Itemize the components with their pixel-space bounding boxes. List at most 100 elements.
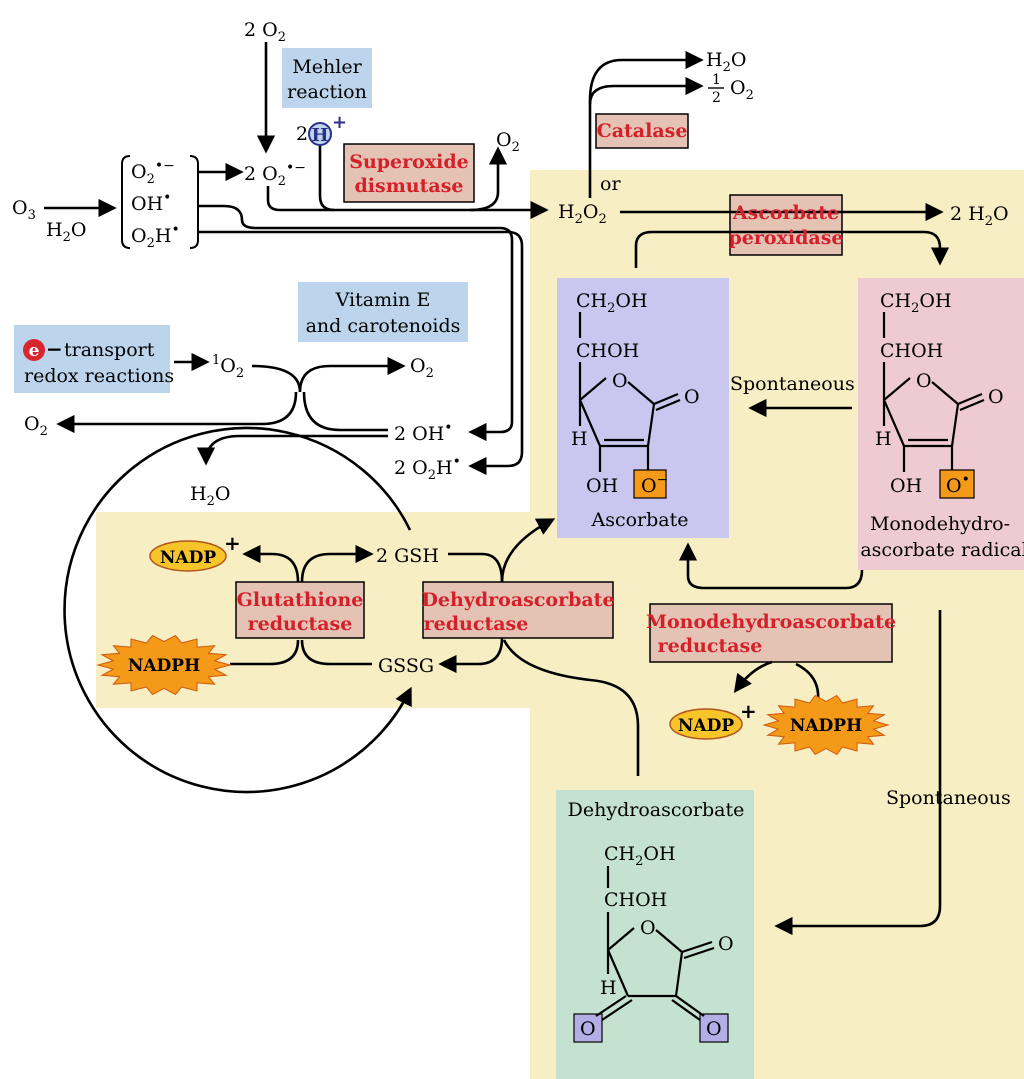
line-o2h-radical: [198, 230, 524, 476]
label-catalase-h2o: H2O: [706, 49, 746, 75]
proton-circle: [308, 122, 332, 146]
arrow-singlet-to-o2: [251, 356, 406, 393]
label-vitamin-2: and carotenoids: [306, 315, 461, 337]
apx-box: [729, 194, 843, 256]
label-transport-2: redox reactions: [24, 365, 174, 387]
proton-plus: +: [332, 112, 347, 133]
ascorbate-structure: CH2OH CHOH O O H OH O−: [571, 290, 700, 499]
label-bracket-o2h: O2H•: [131, 222, 180, 251]
proton-letter: H: [311, 125, 328, 146]
arrow-singlet-to-o2-left: [56, 391, 298, 434]
arrow-gr-nadp: [242, 544, 300, 583]
dhar-box: [422, 581, 614, 639]
label-half-den: 2: [712, 90, 721, 106]
nadp-left-plus: +: [224, 531, 241, 555]
label-half-num: 1: [712, 72, 721, 88]
mono-oh: OH: [890, 475, 922, 497]
gr-box: [235, 581, 365, 639]
dh-h: H: [600, 977, 617, 999]
arrow-dhar-to-gssg: [438, 637, 504, 674]
label-2-h2o: 2 H2O: [950, 203, 1009, 229]
dh-choh: CHOH: [604, 889, 667, 911]
electron-letter: e: [29, 341, 40, 361]
enzyme-mdhar-1: Monodehydroascorbate: [646, 611, 896, 633]
label-2-oh: 2 OH•: [394, 420, 453, 445]
enzyme-apx-2: peroxidase: [729, 227, 844, 249]
nadph-right-label: NADPH: [790, 716, 862, 736]
mono-h: H: [875, 428, 892, 450]
label-catalase-o2: O2: [730, 77, 754, 103]
label-2-o2h: 2 O2H•: [394, 454, 461, 483]
line-protons: [318, 146, 335, 212]
mehler-reaction-box: [282, 48, 372, 108]
dh-o-left-box: [573, 1013, 603, 1043]
label-bracket-oh: OH•: [131, 190, 171, 215]
asc-carbonyl-o: O: [684, 386, 700, 408]
nadp-right-label: NADP: [678, 716, 734, 736]
arrow-dhar-to-ascorbate: [500, 518, 556, 583]
line-singlet-to-oh: [302, 391, 388, 432]
vitamin-e-box: [298, 282, 468, 342]
label-water-under: H2O: [46, 219, 86, 245]
enzyme-dhar-1: Dehydroascorbate: [421, 589, 614, 611]
label-dehydroascorbate: Dehydroascorbate: [568, 799, 745, 821]
nadph-left-label: NADPH: [128, 656, 200, 676]
enzyme-gr-2: reductase: [248, 613, 353, 635]
label-vitamin-1: Vitamin E: [335, 289, 431, 311]
line-gr-gssg: [300, 639, 372, 666]
mono-choh: CHOH: [880, 340, 943, 362]
label-ozone: O3: [12, 197, 36, 223]
radical-bracket-right: [189, 155, 199, 249]
label-mehler-1: Mehler: [292, 56, 362, 78]
monodehydroascorbate-panel: [858, 278, 1024, 570]
label-h-coef: 2: [296, 123, 308, 145]
dh-ring-o: O: [640, 917, 656, 939]
nadp-right-plus: +: [740, 699, 757, 723]
label-spontaneous-right: Spontaneous: [886, 787, 1011, 809]
arrow-catalase-o2: [588, 76, 704, 105]
line-gr-gsh: [300, 544, 374, 583]
asc-o-minus: O−: [641, 472, 668, 497]
glutathione-loop: [63, 426, 412, 794]
line-mdhar-nadph: [795, 662, 820, 701]
nadp-left-label: NADP: [160, 548, 216, 568]
label-singlet-o2: 1O2: [212, 353, 244, 381]
dh-o-left: O: [580, 1018, 596, 1040]
monodehydroascorbate-structure: CH2OH CHOH O O H OH O•: [875, 290, 1004, 499]
nadph-right-burst: [762, 694, 890, 756]
label-or: or: [600, 173, 621, 195]
label-o2-from-singlet: O2: [410, 355, 434, 381]
dehydroascorbate-structure: CH2OH CHOH O O H O O: [573, 843, 734, 1043]
label-o2-left: O2: [24, 413, 48, 439]
label-h2o-left: H2O: [190, 483, 230, 509]
label-transport-1: transport: [64, 339, 155, 361]
mono-carbonyl-o: O: [988, 386, 1004, 408]
label-2-superoxide: 2 O2•−: [244, 160, 306, 189]
electron-circle: [23, 339, 45, 361]
sod-box: [343, 143, 475, 203]
label-sod-o2: O2: [496, 129, 520, 155]
label-h2o2: H2O2: [558, 201, 607, 227]
asc-ch2oh: CH2OH: [576, 290, 648, 316]
catalase-box: [595, 113, 689, 149]
line-gr-nadph: [230, 639, 300, 666]
line-oh-to-h2o: [196, 434, 388, 466]
label-mono-2: ascorbate radical: [860, 539, 1024, 561]
line-dehydro-to-dhar: [502, 639, 640, 776]
dh-carbonyl-o: O: [718, 933, 734, 955]
arrow-spontaneous-right: [774, 610, 942, 936]
line-mono-to-mdhar: [678, 542, 864, 590]
label-gsh: 2 GSH: [376, 545, 439, 567]
arrow-catalase-h2o: [588, 50, 704, 101]
dh-ch2oh: CH2OH: [604, 843, 676, 869]
label-ascorbate: Ascorbate: [590, 509, 688, 531]
arrow-mdhar-nadp: [733, 660, 773, 693]
enzyme-catalase: Catalase: [597, 120, 688, 142]
label-mehler-2: reaction: [287, 81, 367, 103]
line-apx-ascorbate: [634, 230, 950, 268]
enzyme-gr-1: Glutathione: [237, 589, 364, 611]
enzyme-apx-1: Ascorbate: [732, 202, 839, 224]
enzyme-dhar-2: reductase: [424, 613, 529, 635]
line-oh-radical: [198, 204, 514, 442]
